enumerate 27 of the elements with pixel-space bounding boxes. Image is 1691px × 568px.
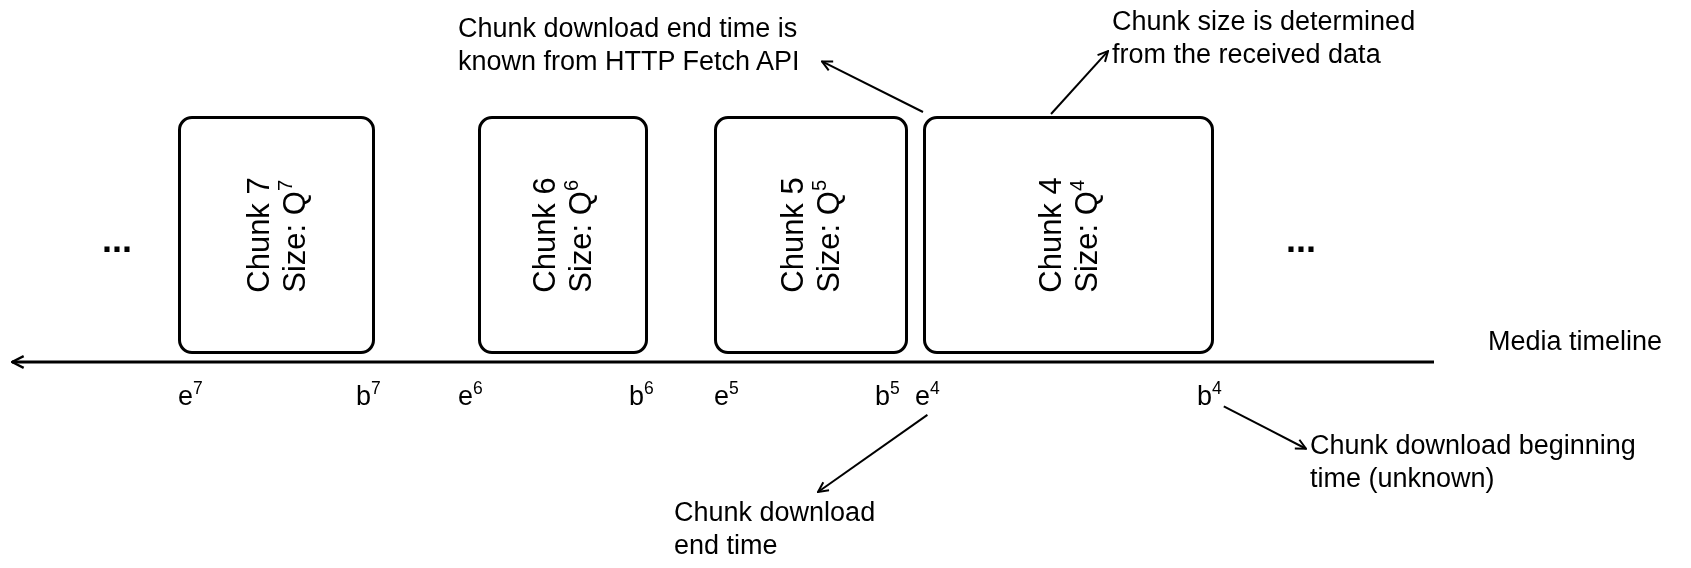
time-mark: b$^{6}$ xyxy=(629,380,654,413)
leader-arrow xyxy=(817,413,929,493)
chunk-label: Chunk 6 xyxy=(527,177,563,293)
leader-arrow xyxy=(821,60,924,113)
time-mark: b$^{4}$ xyxy=(1197,380,1222,413)
ellipsis: ... xyxy=(102,218,132,262)
annotation-text: Chunk download end time xyxy=(674,496,914,562)
chunk-box xyxy=(478,116,648,354)
chunk-label: Chunk 4 xyxy=(1032,177,1069,293)
annotation-text: Chunk download end time is known from HTTP Fetch API xyxy=(458,12,818,78)
axis-label: Media timeline xyxy=(1488,325,1664,358)
ellipsis: ... xyxy=(1286,218,1316,262)
leader-arrow xyxy=(1222,405,1307,450)
time-mark: b$^{7}$ xyxy=(356,380,381,413)
time-mark: e$^{4}$ xyxy=(915,380,940,413)
time-mark: e$^{5}$ xyxy=(714,380,739,413)
time-mark: b$^{5}$ xyxy=(875,380,900,413)
leader-arrow xyxy=(1050,50,1109,115)
annotation-text: Chunk size is determined from the received data xyxy=(1112,5,1447,71)
chunk-box xyxy=(923,116,1214,354)
chunk-label: Chunk 7 xyxy=(240,177,277,293)
time-mark: e$^{6}$ xyxy=(458,380,483,413)
chunk-box xyxy=(178,116,375,354)
chunk-label: Chunk 5 xyxy=(775,177,811,293)
chunk-box xyxy=(714,116,908,354)
annotation-text: Chunk download beginning time (unknown) xyxy=(1310,429,1640,495)
time-mark: e$^{7}$ xyxy=(178,380,203,413)
